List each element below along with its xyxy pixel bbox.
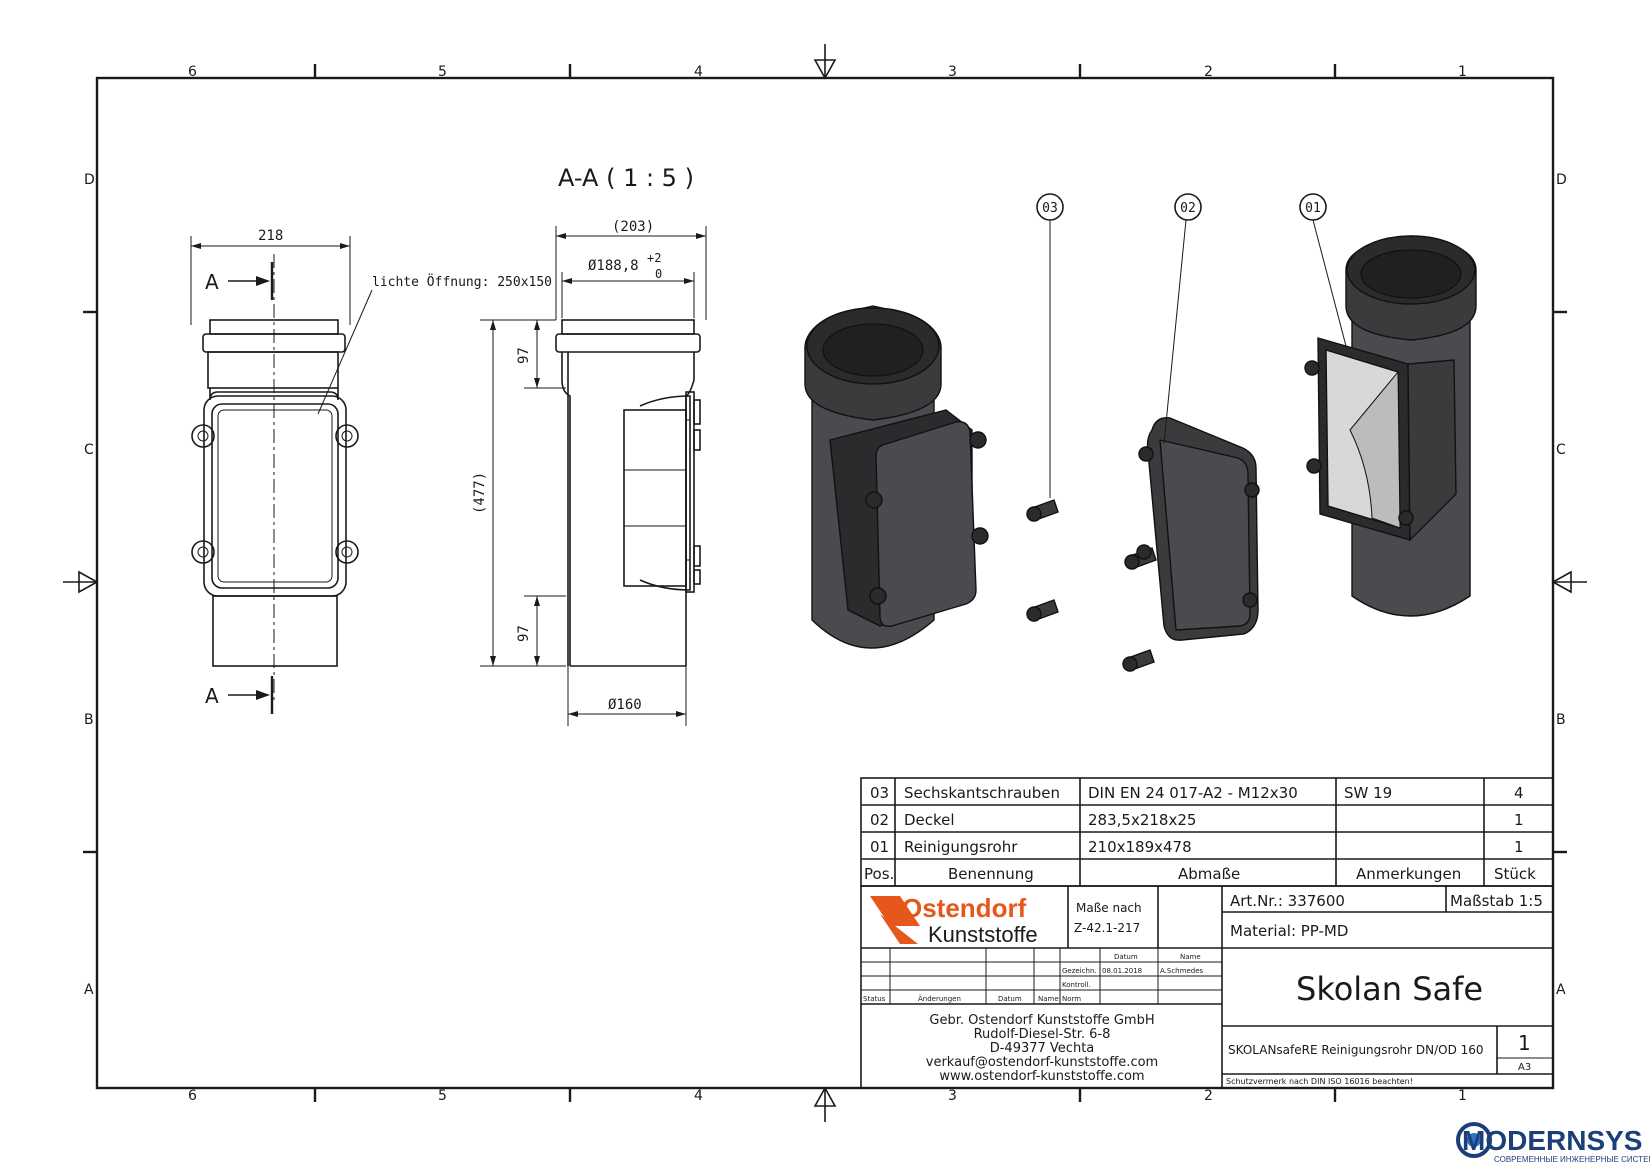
hdr-name2: Name	[1038, 995, 1059, 1003]
hdr-name: Name	[1180, 953, 1201, 961]
row-qty: 1	[1514, 811, 1524, 829]
material: Material: PP-MD	[1230, 922, 1348, 940]
drawn-name: A.Schmedes	[1160, 967, 1203, 975]
norm-label: Maße nach	[1076, 901, 1142, 915]
row-name: Deckel	[904, 811, 955, 829]
row-label-right: C	[1556, 442, 1566, 458]
balloon-02: 02	[1180, 201, 1196, 216]
col-label-bottom: 5	[438, 1088, 447, 1104]
dim-97-top: 97	[516, 347, 532, 364]
col-label-top: 5	[438, 64, 447, 80]
row-pos: 03	[870, 784, 889, 802]
art-no: Art.Nr.: 337600	[1230, 892, 1345, 910]
drawn-date: 08.01.2018	[1102, 967, 1142, 975]
row-pos: 01	[870, 838, 889, 856]
header-dims: Abmaße	[1178, 865, 1240, 883]
row-label-left: C	[84, 442, 94, 458]
company-line: verkauf@ostendorf-kunststoffe.com	[926, 1055, 1158, 1070]
logo-line2: Kunststoffe	[928, 922, 1038, 947]
logo-line1: Ostendorf	[902, 893, 1027, 923]
col-label-bottom: 6	[188, 1088, 197, 1104]
scale: Maßstab 1:5	[1450, 892, 1543, 910]
tol-lower: 0	[655, 267, 662, 281]
sheet-number: 1	[1518, 1031, 1531, 1055]
row-pos: 02	[870, 811, 889, 829]
frame-labels: 6 5 4 3 2 1 6 5 4 3 2 1 D C B A D C B A	[84, 64, 1567, 1104]
row-label-left: B	[84, 712, 94, 728]
row-note: SW 19	[1344, 784, 1392, 802]
row-label-right: D	[1556, 172, 1567, 188]
norm-value: Z-42.1-217	[1074, 921, 1140, 935]
dim-diameter: Ø188,8	[588, 258, 639, 274]
balloon-01: 01	[1305, 201, 1321, 216]
sheet-format: A3	[1518, 1062, 1531, 1073]
hdr-norm: Norm	[1062, 995, 1081, 1003]
drawing-title: Skolan Safe	[1296, 970, 1483, 1008]
row-label-right: A	[1556, 982, 1566, 998]
col-label-top: 4	[694, 64, 703, 80]
ostendorf-logo: Ostendorf Kunststoffe	[870, 893, 1038, 947]
row-dims: DIN EN 24 017-A2 - M12x30	[1088, 784, 1298, 802]
header-pos: Pos.	[864, 865, 894, 883]
title-block: Datum Name Gezeichn. Kontroll. Norm Stat…	[860, 885, 1554, 1089]
company-line: Gebr. Ostendorf Kunststoffe GmbH	[929, 1013, 1154, 1028]
header-qty: Stück	[1494, 865, 1536, 883]
row-name: Sechskantschrauben	[904, 784, 1060, 802]
hdr-aenderungen: Änderungen	[918, 994, 961, 1003]
dim-bottom-dia: Ø160	[608, 697, 642, 713]
iso-exploded-parts	[1026, 235, 1477, 672]
row-dims: 210x189x478	[1088, 838, 1192, 856]
col-label-top: 2	[1204, 64, 1213, 80]
dim-203: (203)	[612, 219, 654, 235]
hdr-datum: Datum	[1114, 953, 1138, 961]
header-name: Benennung	[948, 865, 1034, 883]
dim-97-bottom: 97	[516, 625, 532, 642]
protection-note: Schutzvermerk nach DIN ISO 16016 beachte…	[1226, 1077, 1413, 1086]
col-label-top: 6	[188, 64, 197, 80]
row-dims: 283,5x218x25	[1088, 811, 1196, 829]
col-label-bottom: 1	[1458, 1088, 1467, 1104]
front-width-dim: 218	[258, 228, 283, 244]
row-label-left: A	[84, 982, 94, 998]
company-line: D-49377 Vechta	[990, 1041, 1095, 1056]
modernsys-watermark: MODERNSYS СОВРЕМЕННЫЕ ИНЖЕНЕРНЫЕ СИСТЕМЫ	[1456, 1122, 1650, 1164]
section-mark-bottom: A	[205, 684, 219, 708]
tol-upper: +2	[647, 251, 661, 265]
front-view: 218 A A lichte Öffnung: 250x150	[190, 228, 552, 714]
row-qty: 4	[1514, 784, 1524, 802]
col-label-bottom: 3	[948, 1088, 957, 1104]
balloon-03: 03	[1042, 201, 1058, 216]
iso-assembled-pipe	[804, 305, 989, 649]
drawing-description: SKOLANsafeRE Reinigungsrohr DN/OD 160	[1228, 1043, 1484, 1057]
col-label-bottom: 4	[694, 1088, 703, 1104]
row-label-right: B	[1556, 712, 1566, 728]
company-line: Rudolf-Diesel-Str. 6-8	[974, 1027, 1111, 1042]
drawing-frame	[63, 44, 1587, 1122]
parts-list: 03 Sechskantschrauben DIN EN 24 017-A2 -…	[860, 777, 1554, 887]
section-mark-top: A	[205, 270, 219, 294]
row-qty: 1	[1514, 838, 1524, 856]
header-note: Anmerkungen	[1356, 865, 1461, 883]
hdr-kontroll: Kontroll.	[1062, 981, 1091, 989]
row-name: Reinigungsrohr	[904, 838, 1018, 856]
row-label-left: D	[84, 172, 95, 188]
section-title: A-A ( 1 : 5 )	[558, 164, 694, 192]
opening-note: lichte Öffnung: 250x150	[372, 273, 552, 290]
hdr-datum2: Datum	[998, 995, 1022, 1003]
part-balloons: 03 02 01	[1036, 193, 1347, 498]
hdr-status: Status	[863, 995, 886, 1003]
hdr-gezeichnet: Gezeichn.	[1062, 967, 1097, 975]
company-line: www.ostendorf-kunststoffe.com	[939, 1069, 1144, 1084]
watermark-brand: MODERNSYS	[1462, 1125, 1642, 1156]
dim-477: (477)	[472, 472, 488, 514]
col-label-bottom: 2	[1204, 1088, 1213, 1104]
col-label-top: 1	[1458, 64, 1467, 80]
col-label-top: 3	[948, 64, 957, 80]
section-view: A-A ( 1 : 5 ) (203) Ø188,8 +2 0	[472, 164, 707, 726]
watermark-tagline: СОВРЕМЕННЫЕ ИНЖЕНЕРНЫЕ СИСТЕМЫ	[1494, 1155, 1650, 1164]
